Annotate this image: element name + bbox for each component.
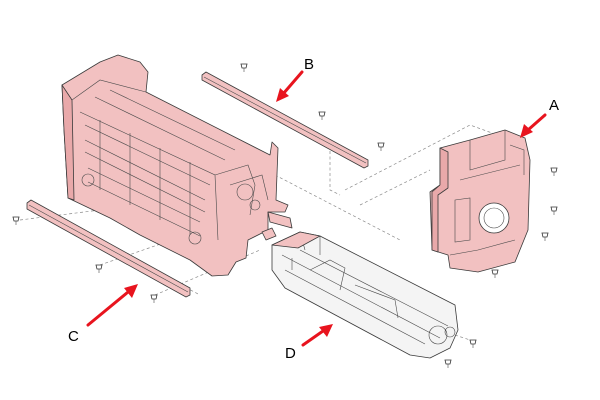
main-frame-assembly	[61, 54, 293, 277]
screw-icon	[444, 359, 452, 368]
screw-icon	[377, 142, 385, 151]
callout-arrows	[86, 70, 547, 347]
screw-icon	[240, 63, 248, 72]
arrow-d-icon	[301, 324, 333, 347]
screws	[12, 63, 558, 368]
screw-icon	[541, 232, 549, 241]
arrow-b-icon	[276, 70, 304, 102]
part-c-lower-rail	[26, 199, 191, 298]
label-a: A	[549, 97, 559, 114]
screw-icon	[550, 167, 558, 176]
part-d-lower-unit	[271, 231, 459, 359]
arrow-a-icon	[520, 113, 547, 138]
part-b-upper-rail	[201, 71, 369, 169]
arrow-c-icon	[86, 284, 138, 327]
screw-icon	[491, 269, 499, 278]
screw-icon	[469, 339, 477, 348]
screw-icon	[318, 111, 326, 120]
label-d: D	[285, 345, 296, 362]
label-b: B	[304, 56, 314, 73]
screw-icon	[12, 216, 20, 225]
small-tab-part	[261, 227, 277, 241]
part-a-side-bracket	[429, 129, 531, 273]
screw-icon	[550, 206, 558, 215]
screw-icon	[150, 294, 158, 303]
label-c: C	[68, 328, 79, 345]
screw-icon	[95, 264, 103, 273]
